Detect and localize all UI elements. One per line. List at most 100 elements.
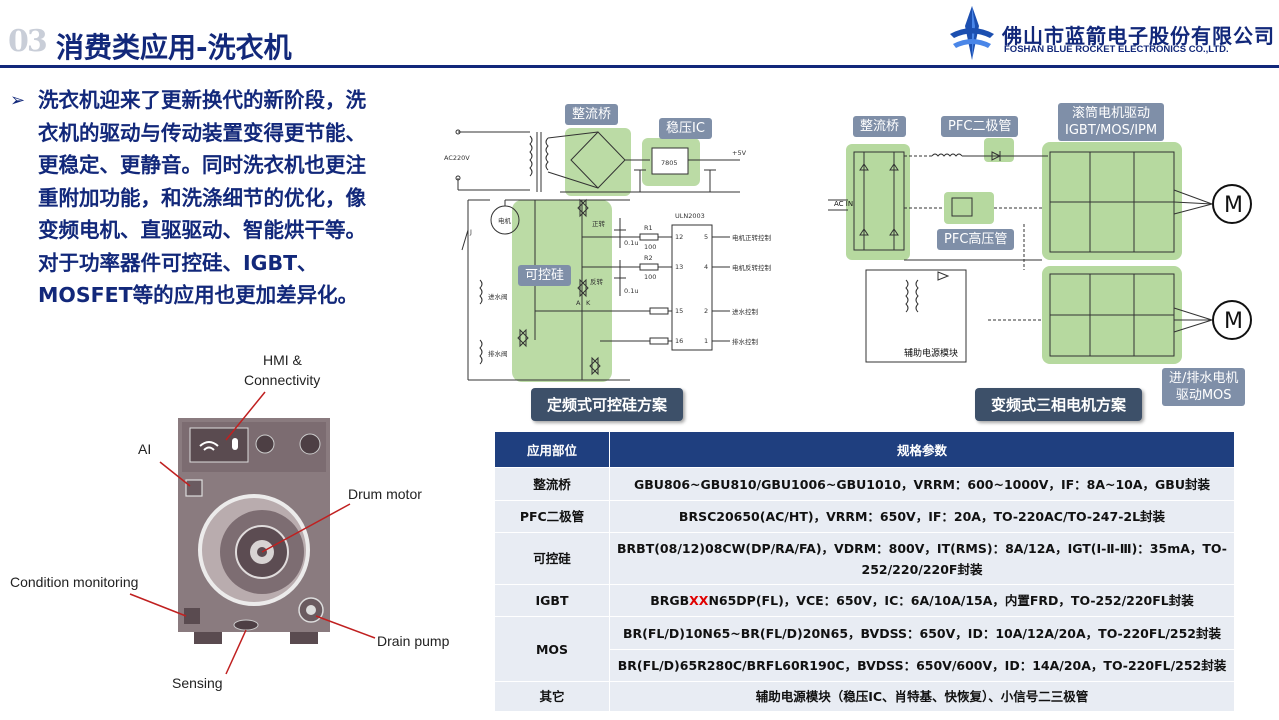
row-spec: BRGBXXN65DP(FL)，VCE：650V，IC：6A/10A/15A，内… — [609, 584, 1235, 617]
intro-line: 洗衣机迎来了更新换代的新阶段，洗 — [38, 88, 366, 112]
intro-block: ➢ 洗衣机迎来了更新换代的新阶段，洗 衣机的驱动与传动装置变得更节能、 更稳定、… — [10, 84, 430, 312]
r2v-text: 100 — [644, 273, 656, 281]
page-title: 消费类应用-洗衣机 — [56, 31, 292, 64]
spec-highlight: XX — [689, 593, 709, 608]
sensing-label: Sensing — [172, 675, 223, 691]
pin-5: 5 — [704, 233, 708, 241]
row-part: 其它 — [494, 681, 610, 712]
motor-symbol: M — [1224, 193, 1243, 218]
pin-13: 13 — [675, 263, 683, 271]
row-part: PFC二极管 — [494, 500, 610, 533]
out2-text: 电机反转控制 — [732, 263, 772, 272]
drum-driver-line2: IGBT/MOS/IPM — [1065, 123, 1158, 138]
pin-15: 15 — [675, 307, 683, 315]
row-spec: BRBT(08/12)08CW(DP/RA/FA)，VDRM：800V，IT(R… — [609, 532, 1235, 585]
drain-text: 排水阀 — [488, 349, 508, 358]
vcc-text: +5V — [732, 149, 747, 157]
caption-scr-scheme: 定频式可控硅方案 — [531, 388, 684, 421]
section-number: 03 — [8, 24, 48, 59]
pin-12: 12 — [675, 233, 683, 241]
label-rectifier-right: 整流桥 — [853, 116, 907, 137]
cap2-text: 0.1u — [624, 287, 638, 295]
aux-power-text: 辅助电源模块 — [904, 347, 958, 359]
pin-16: 16 — [675, 337, 683, 345]
pin-2: 2 — [704, 307, 708, 315]
bullet-arrow-icon: ➢ — [10, 90, 26, 111]
rev-text: 反转 — [590, 277, 604, 286]
ai-label: AI — [138, 441, 152, 457]
table-row: MOS BR(FL/D)10N65~BR(FL/D)20N65，BVDSS：65… — [494, 616, 1235, 682]
r1v-text: 100 — [644, 243, 656, 251]
table-row: IGBT BRGBXXN65DP(FL)，VCE：650V，IC：6A/10A/… — [494, 584, 1235, 617]
out1-text: 电机正转控制 — [732, 233, 772, 242]
spec-prefix: BRGB — [650, 593, 690, 608]
out4-text: 排水控制 — [732, 337, 759, 346]
row-spec: GBU806~GBU810/GBU1006~GBU1010，VRRM：600~1… — [609, 467, 1235, 501]
pin-1: 1 — [704, 337, 708, 345]
scr-circuit-diagram: AC220V 电机 7805 +5V ULN2003 R1 100 R2 100… — [444, 128, 772, 382]
table-row: PFC二极管 BRSC20650(AC/HT)，VRRM：650V，IF：20A… — [494, 500, 1235, 533]
rocket-logo-icon — [950, 6, 994, 60]
condition-monitoring-label: Condition monitoring — [10, 574, 139, 590]
row-part: MOS — [494, 616, 610, 682]
table-row: 其它 辅助电源模块（稳压IC、肖特基、快恢复）、小信号二三极管 — [494, 681, 1235, 712]
label-pfc-mos: PFC高压管 — [937, 229, 1015, 250]
label-rectifier-left: 整流桥 — [565, 104, 619, 125]
ak-a-text: A — [576, 299, 581, 307]
pin-4: 4 — [704, 263, 708, 271]
spec-suffix: N65DP(FL)，VCE：650V，IC：6A/10A/15A，内置FRD，T… — [708, 593, 1194, 608]
company-name-cn: 佛山市蓝箭电子股份有限公司 — [1002, 24, 1275, 48]
label-pump-driver: 进/排水电机 驱动MOS — [1162, 368, 1246, 406]
intro-line: MOSFET等的应用也更加差异化。 — [38, 283, 359, 307]
row-part: 可控硅 — [494, 532, 610, 585]
header-divider — [0, 65, 1279, 68]
label-pfc-diode: PFC二极管 — [941, 116, 1019, 137]
r2-text: R2 — [644, 254, 653, 262]
chip-text: ULN2003 — [675, 212, 705, 220]
ac-in-text: AC IN — [834, 200, 853, 208]
connectivity-label: Connectivity — [244, 372, 321, 388]
header-part: 应用部位 — [494, 431, 610, 468]
drum-driver-line1: 滚筒电机驱动 — [1072, 106, 1151, 121]
row-spec: BR(FL/D)10N65~BR(FL/D)20N65，BVDSS：650V，I… — [609, 616, 1235, 650]
motor-text: 电机 — [498, 216, 512, 225]
pump-driver-line2: 驱动MOS — [1175, 388, 1232, 403]
row-spec: BR(FL/D)65R280C/BRFL60R190C，BVDSS：650V/6… — [609, 649, 1235, 682]
switch-text: J — [469, 228, 472, 236]
header-spec: 规格参数 — [609, 431, 1235, 468]
cap1-text: 0.1u — [624, 239, 638, 247]
motor-symbol: M — [1224, 309, 1243, 334]
intro-line: 更稳定、更静音。同时洗衣机也更注 — [38, 153, 366, 177]
caption-inverter-scheme: 变频式三相电机方案 — [975, 388, 1143, 421]
table-row: 可控硅 BRBT(08/12)08CW(DP/RA/FA)，VDRM：800V，… — [494, 532, 1235, 585]
intro-text: 洗衣机迎来了更新换代的新阶段，洗 衣机的驱动与传动装置变得更节能、 更稳定、更静… — [38, 84, 430, 312]
drum-motor-label: Drum motor — [348, 486, 422, 502]
r1-text: R1 — [644, 224, 653, 232]
label-scr: 可控硅 — [518, 265, 572, 286]
ac-text: AC220V — [444, 154, 470, 162]
label-drum-driver: 滚筒电机驱动 IGBT/MOS/IPM — [1058, 103, 1165, 141]
motor-icon — [1212, 184, 1252, 224]
reg-text: 7805 — [661, 159, 678, 167]
row-spec: 辅助电源模块（稳压IC、肖特基、快恢复）、小信号二三极管 — [609, 681, 1235, 712]
inverter-circuit-diagram: M M AC IN 辅助电源模块 — [828, 138, 1252, 364]
company-name-en: FOSHAN BLUE ROCKET ELECTRONICS CO.,LTD. — [1004, 44, 1229, 55]
spec-table: 应用部位 规格参数 整流桥 GBU806~GBU810/GBU1006~GBU1… — [494, 431, 1235, 712]
pump-driver-line1: 进/排水电机 — [1169, 371, 1239, 386]
intro-line: 衣机的驱动与传动装置变得更节能、 — [38, 120, 366, 145]
row-part: 整流桥 — [494, 467, 610, 501]
ak-k-text: K — [586, 299, 591, 307]
drain-pump-label: Drain pump — [377, 633, 450, 649]
intro-line: 对于功率器件可控硅、IGBT、 — [38, 250, 318, 275]
inlet-text: 进水阀 — [488, 292, 508, 301]
washing-machine-illustration — [129, 391, 376, 675]
motor-icon — [1212, 300, 1252, 340]
row-spec: BRSC20650(AC/HT)，VRRM：650V，IF：20A，TO-220… — [609, 500, 1235, 533]
hmi-label: HMI & — [263, 352, 302, 368]
label-regulator-ic: 稳压IC — [659, 118, 712, 139]
table-row: 整流桥 GBU806~GBU810/GBU1006~GBU1010，VRRM：6… — [494, 467, 1235, 501]
intro-line: 重附加功能，和洗涤细节的优化，像 — [38, 185, 366, 210]
out3-text: 进水控制 — [732, 307, 759, 316]
fwd-text: 正转 — [592, 219, 606, 228]
intro-line: 变频电机、直驱驱动、智能烘干等。 — [38, 218, 366, 242]
